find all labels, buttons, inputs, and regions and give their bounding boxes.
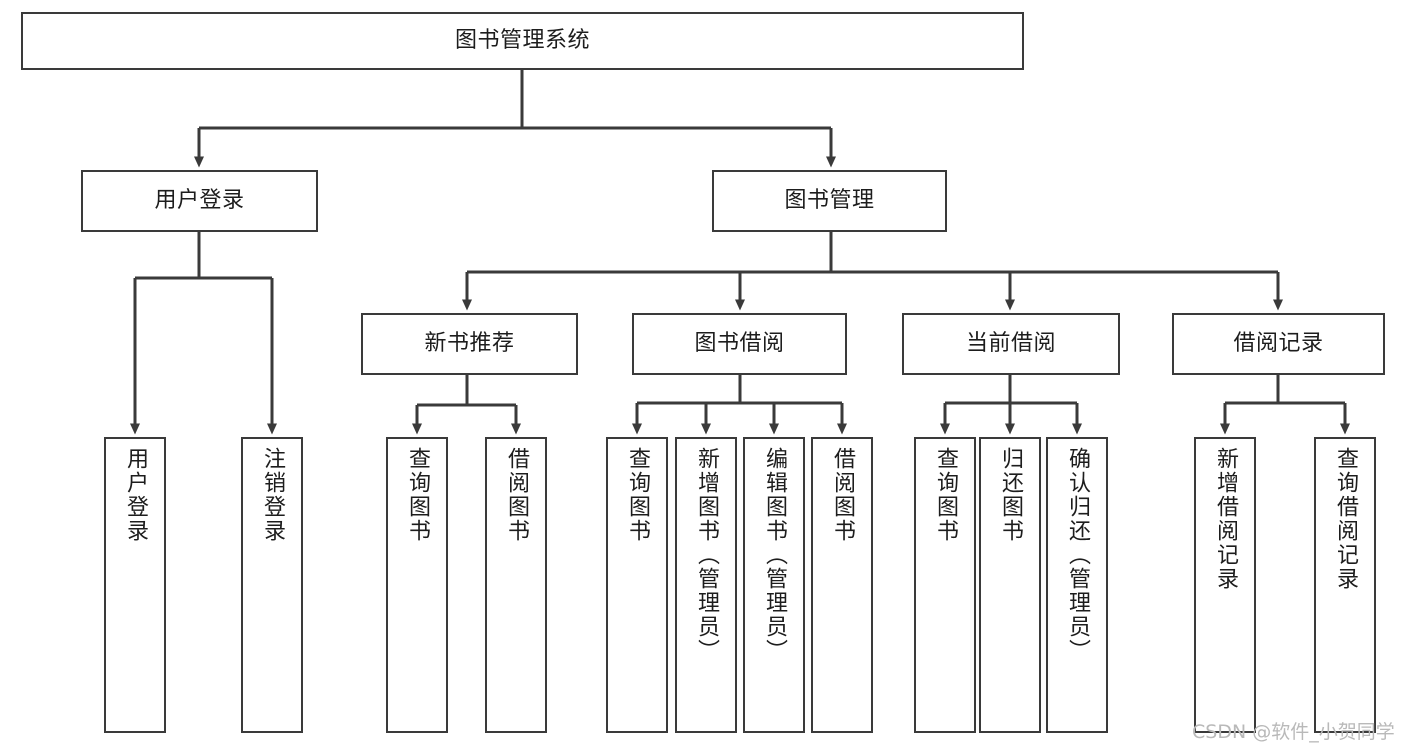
leaf-book-borrow-borrow-book[interactable]: 借阅图书 [811, 437, 873, 733]
node-label: 归还图书 [998, 447, 1023, 543]
leaf-current-borrow-return-book[interactable]: 归还图书 [979, 437, 1041, 733]
node-label: 新增借阅记录 [1213, 447, 1238, 591]
node-label: 用户登录 [123, 447, 148, 543]
leaf-borrow-record-add-record[interactable]: 新增借阅记录 [1194, 437, 1256, 733]
leaf-borrow-record-query-record[interactable]: 查询借阅记录 [1314, 437, 1376, 733]
node-label: 借阅图书 [504, 447, 529, 543]
node-borrow-record[interactable]: 借阅记录 [1172, 313, 1385, 375]
node-label: 用户登录 [154, 188, 245, 214]
node-book-borrow[interactable]: 图书借阅 [632, 313, 847, 375]
node-label: 新书推荐 [424, 331, 515, 357]
leaf-user-login-login[interactable]: 用户登录 [104, 437, 166, 733]
node-label: 查询图书 [933, 447, 958, 543]
node-label: 查询图书 [405, 447, 430, 543]
node-label: 编辑图书（管理员） [762, 447, 787, 663]
node-label: 图书管理 [784, 188, 875, 214]
leaf-book-borrow-edit-book-admin[interactable]: 编辑图书（管理员） [743, 437, 805, 733]
node-label: 新增图书（管理员） [694, 447, 719, 663]
node-label: 图书管理系统 [454, 28, 590, 54]
node-label: 借阅记录 [1233, 331, 1324, 357]
leaf-current-borrow-confirm-return-admin[interactable]: 确认归还（管理员） [1046, 437, 1108, 733]
node-label: 注销登录 [260, 447, 285, 543]
leaf-new-book-borrow-book[interactable]: 借阅图书 [485, 437, 547, 733]
node-label: 查询借阅记录 [1333, 447, 1358, 591]
node-label: 借阅图书 [830, 447, 855, 543]
leaf-new-book-query-book[interactable]: 查询图书 [386, 437, 448, 733]
node-current-borrow[interactable]: 当前借阅 [902, 313, 1120, 375]
leaf-book-borrow-add-book-admin[interactable]: 新增图书（管理员） [675, 437, 737, 733]
node-label: 确认归还（管理员） [1065, 447, 1090, 663]
leaf-book-borrow-query-book[interactable]: 查询图书 [606, 437, 668, 733]
node-label: 查询图书 [625, 447, 650, 543]
node-root-book-management-system[interactable]: 图书管理系统 [21, 12, 1024, 70]
node-label: 图书借阅 [694, 331, 785, 357]
node-label: 当前借阅 [965, 331, 1056, 357]
leaf-current-borrow-query-book[interactable]: 查询图书 [914, 437, 976, 733]
node-user-login[interactable]: 用户登录 [81, 170, 318, 232]
leaf-user-login-logout[interactable]: 注销登录 [241, 437, 303, 733]
node-new-book-recommend[interactable]: 新书推荐 [361, 313, 578, 375]
node-book-management[interactable]: 图书管理 [712, 170, 947, 232]
